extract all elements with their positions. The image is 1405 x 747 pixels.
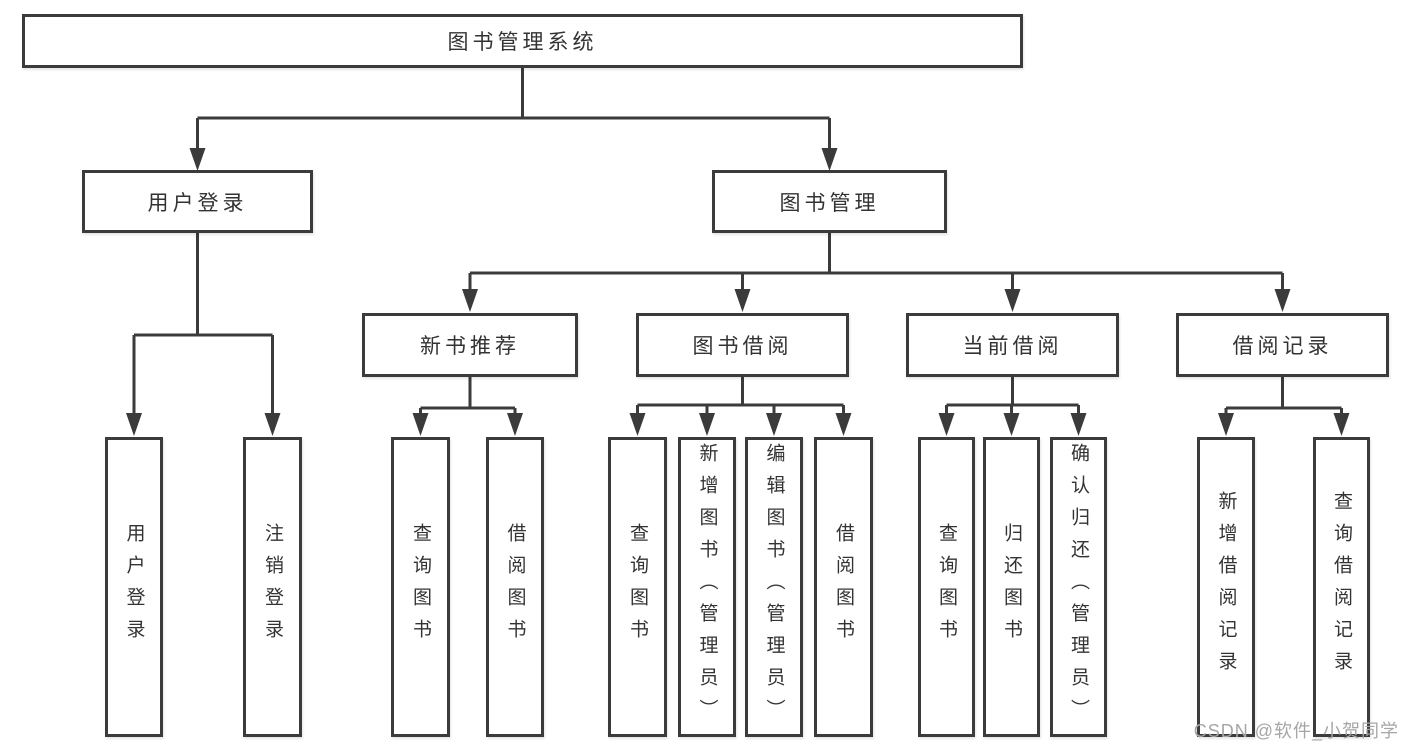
- node-book-borrowing: 图书借阅: [636, 313, 849, 377]
- node-label: 查询图书: [936, 523, 957, 651]
- node-label: 用户登录: [123, 523, 145, 651]
- node-new-book-recommend: 新书推荐: [362, 313, 578, 377]
- leaf-query-books-recommend: 查询图书: [391, 437, 450, 737]
- node-label: 新增借阅记录: [1215, 491, 1237, 683]
- node-borrowing-records: 借阅记录: [1176, 313, 1389, 377]
- leaf-edit-books-admin: 编辑图书（管理员）: [745, 437, 803, 737]
- leaf-logout: 注销登录: [243, 437, 302, 737]
- leaf-add-books-admin: 新增图书（管理员）: [678, 437, 736, 737]
- node-label: 注销登录: [262, 523, 283, 651]
- node-label: 当前借阅: [962, 335, 1063, 358]
- node-label: 借阅图书: [504, 523, 526, 651]
- node-label: 查询图书: [410, 523, 431, 651]
- leaf-query-books-borrowing: 查询图书: [608, 437, 667, 737]
- leaf-add-borrow-record: 新增借阅记录: [1197, 437, 1255, 737]
- node-label: 用户登录: [147, 191, 248, 215]
- node-user-login: 用户登录: [82, 170, 313, 233]
- leaf-user-login: 用户登录: [105, 437, 163, 737]
- node-library-management-system: 图书管理系统: [22, 14, 1023, 68]
- leaf-query-books-current: 查询图书: [918, 437, 975, 737]
- csdn-watermark: CSDN @软件_小贺同学: [1193, 721, 1399, 741]
- node-label: 新增图书（管理员）: [696, 443, 718, 731]
- node-label: 确认归还（管理员）: [1068, 443, 1089, 731]
- leaf-confirm-return-admin: 确认归还（管理员）: [1050, 437, 1107, 737]
- leaf-query-borrow-record: 查询借阅记录: [1313, 437, 1370, 737]
- node-label: 编辑图书（管理员）: [763, 443, 785, 731]
- node-current-borrowing: 当前借阅: [906, 313, 1119, 377]
- node-label: 归还图书: [1001, 523, 1022, 651]
- node-label: 图书管理系统: [447, 31, 598, 54]
- node-label: 新书推荐: [420, 335, 520, 358]
- leaf-borrow-books: 借阅图书: [814, 437, 873, 737]
- leaf-borrow-books-recommend: 借阅图书: [486, 437, 544, 737]
- node-label: 查询借阅记录: [1331, 491, 1352, 683]
- node-label: 借阅图书: [833, 523, 854, 651]
- node-label: 借阅记录: [1232, 335, 1333, 358]
- node-label: 图书借阅: [692, 335, 793, 358]
- node-label: 图书管理: [779, 191, 880, 215]
- leaf-return-books: 归还图书: [983, 437, 1040, 737]
- node-label: 查询图书: [627, 523, 648, 651]
- node-book-management: 图书管理: [712, 170, 947, 233]
